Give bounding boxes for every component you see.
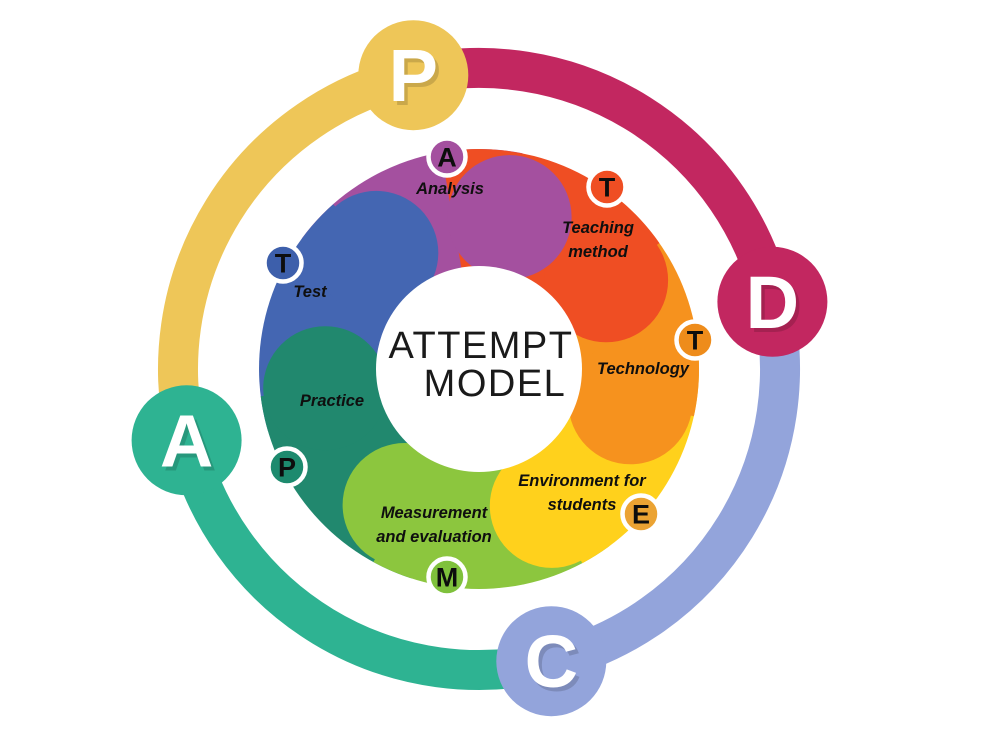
label-test: Test: [293, 283, 328, 301]
center-hole: [376, 266, 582, 472]
label-technology: Technology: [597, 360, 690, 378]
ring-node-C: [496, 606, 607, 717]
petal-lobe-test: [314, 190, 439, 315]
ring-letter-C: C: [525, 620, 578, 703]
label-practice: Practice: [300, 392, 364, 410]
outer-ring-arcs: [158, 47, 800, 690]
petal-lobe-environment-for: [489, 443, 614, 568]
badge-circle-T: [674, 319, 716, 361]
center-title: ATTEMPT MODEL: [388, 325, 573, 405]
petal-lobe-technology: [568, 340, 693, 465]
outer-arc-P: [158, 55, 418, 446]
badge-letter-E: E: [632, 500, 650, 530]
outer-arc-C: [546, 297, 800, 681]
ring-letter-shadow-P: P: [392, 38, 441, 121]
segment-badges: A T T E M P T: [262, 136, 716, 598]
ring-letter-shadow-C: C: [528, 624, 581, 707]
ring-letter-D: D: [746, 261, 799, 344]
badge-letter-T: T: [275, 249, 292, 279]
badge-letter-A: A: [437, 143, 457, 173]
badge-circle-P: [266, 446, 308, 488]
outer-arc-D: [408, 47, 792, 307]
badge-circle-A: [426, 136, 468, 178]
badge-letter-M: M: [436, 563, 459, 593]
outer-arc-A: [167, 435, 557, 690]
wheel-center-hole: [376, 266, 582, 472]
petal-lobe-practice: [263, 326, 388, 451]
ring-node-P: [358, 20, 469, 131]
ring-letter-P: P: [389, 34, 438, 117]
center-title-line2: MODEL: [424, 363, 567, 405]
badge-letter-T: T: [599, 173, 616, 203]
petal-lobe-analysis: [447, 155, 572, 280]
ring-letter-shadow-D: D: [749, 265, 802, 348]
petal-lobe-measurement: [342, 443, 467, 567]
ring-node-A: [131, 385, 242, 496]
badge-circle-E: [620, 493, 662, 535]
ring-letter-shadow-A: A: [163, 403, 216, 486]
ring-letter-A: A: [160, 399, 213, 482]
badge-letter-P: P: [278, 453, 296, 483]
badge-circle-M: [426, 556, 468, 598]
ring-node-D: [717, 246, 828, 357]
badge-letter-T: T: [687, 326, 704, 356]
badge-circle-T: [262, 242, 304, 284]
label-analysis: Analysis: [415, 180, 484, 198]
petal-lobe-teaching: [544, 218, 669, 343]
center-title-line1: ATTEMPT: [388, 325, 573, 367]
badge-circle-T: [586, 166, 628, 208]
